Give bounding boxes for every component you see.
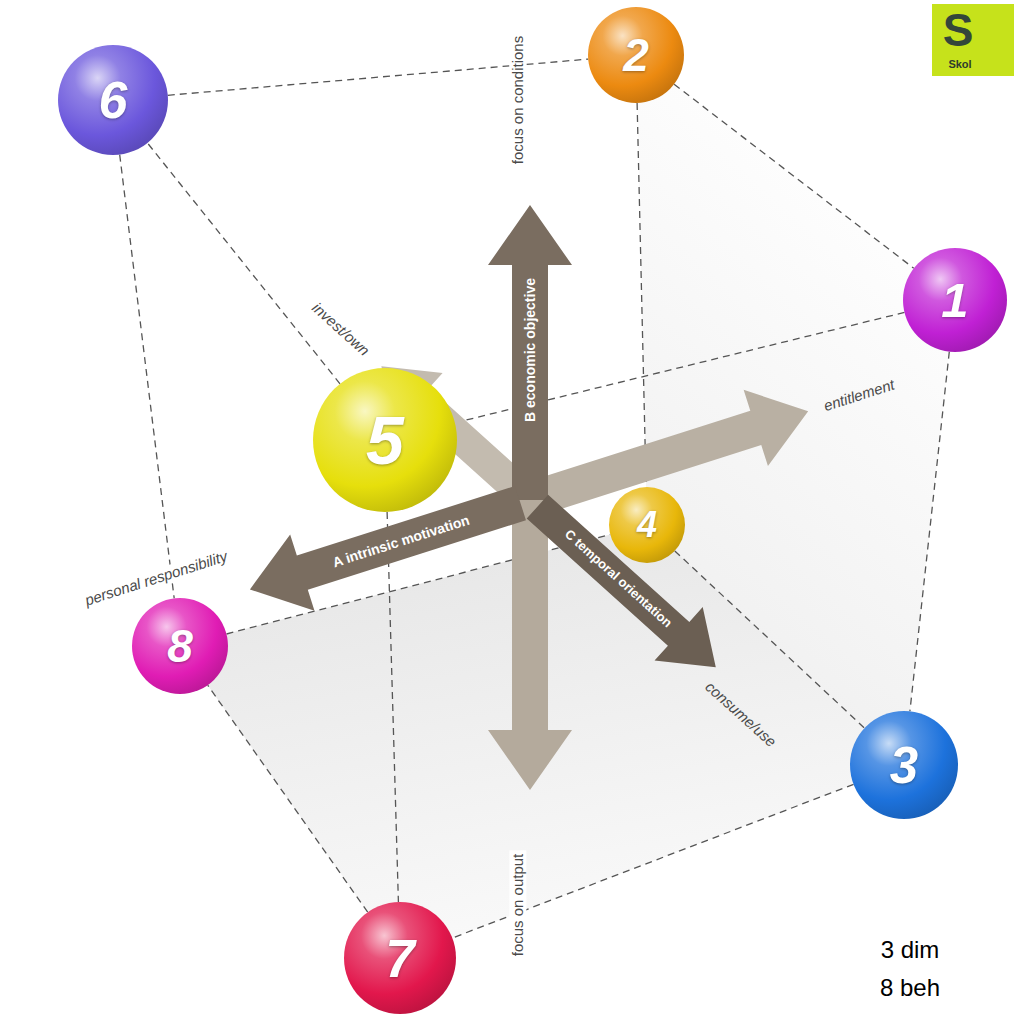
axis-end-label: entitlement [821,376,896,415]
sphere-number: 7 [385,932,414,985]
cube-edge [637,103,646,487]
behaviour-sphere: 2 [588,7,684,103]
axis-name-label: A intrinsic motivation [331,512,472,571]
behaviour-sphere: 3 [850,711,958,819]
cube-edge [674,84,914,268]
cube-edge [387,512,398,902]
sphere-number: 4 [637,507,657,543]
cube-edge [147,143,340,384]
axis-end-label: personal responsibility [80,546,232,609]
sphere-number: 5 [366,406,404,474]
axis-b-upper-arrow [488,205,572,500]
sphere-number: 6 [99,74,128,126]
sphere-number: 1 [941,276,968,325]
axis-c-lower-arrow [513,480,740,694]
logo-text: Skol [948,58,971,71]
note-text: 3 dim [881,936,940,964]
axis-name-label: C temporal orientation [561,527,674,631]
behaviour-sphere: 6 [58,45,168,155]
axis-end-label: invest/own [309,299,373,359]
behaviour-sphere: 8 [132,598,228,694]
axis-end-label: consume/use [702,678,780,751]
axis-name-label: B economic objective [522,278,538,422]
sphere-number: 2 [623,32,649,78]
sphere-number: 3 [890,740,918,791]
logo-background [932,4,1014,76]
logo-letter: S [943,4,974,57]
axis-end-label: focus on conditions [509,33,526,167]
note-text: 8 beh [880,974,940,1002]
cube-edge [208,685,368,912]
cube-edge [910,352,949,712]
behaviour-sphere: 7 [344,902,456,1014]
cube-edge [120,155,175,599]
behaviour-sphere: 4 [609,487,685,563]
sphere-number: 8 [167,623,193,669]
behaviour-sphere: 5 [313,368,457,512]
behaviour-sphere: 1 [903,248,1007,352]
axis-end-label: focus on output [509,851,526,960]
